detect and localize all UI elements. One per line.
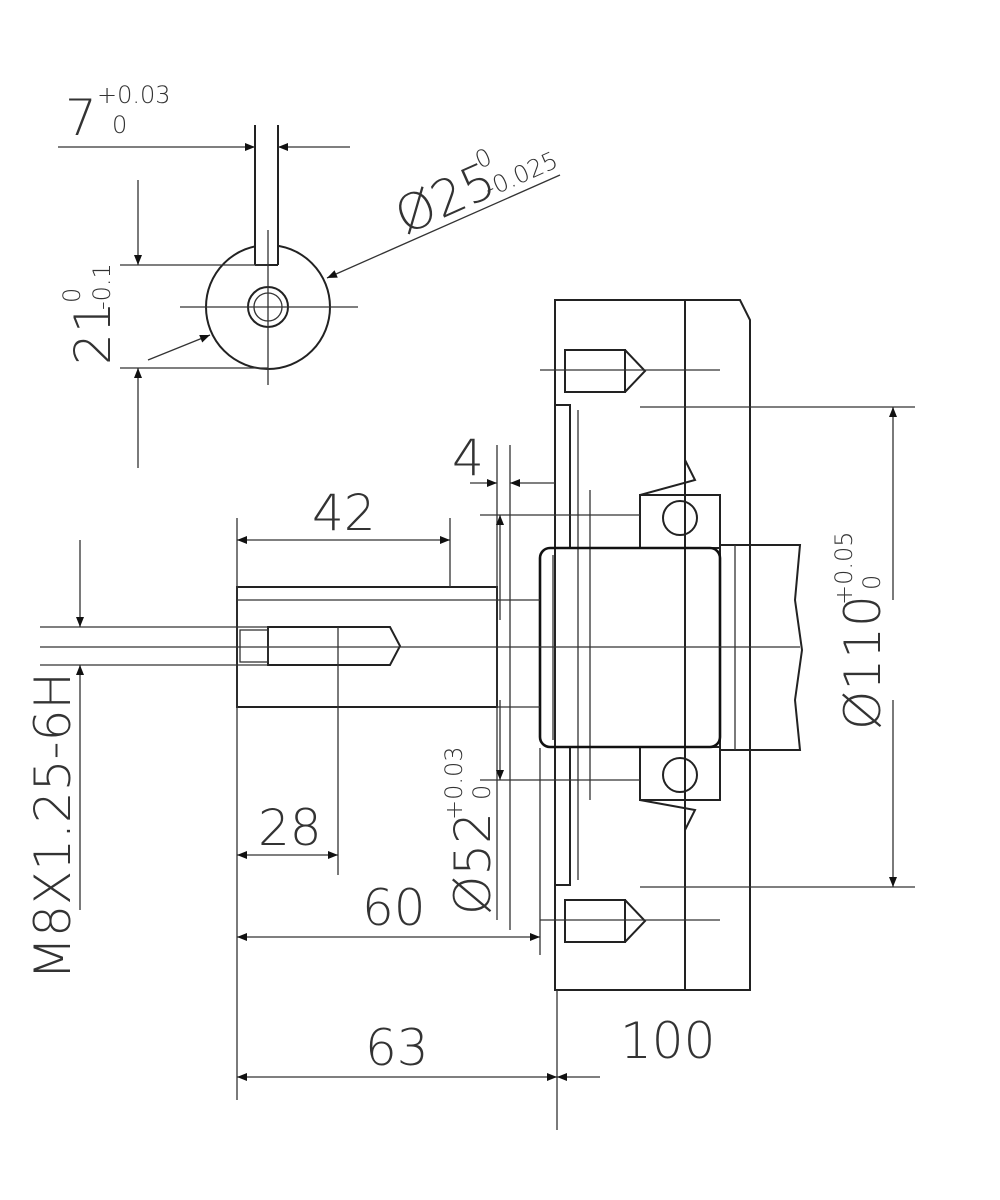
dimension-lines bbox=[40, 406, 915, 1130]
key-depth-lower: -0.1 bbox=[88, 263, 116, 310]
key-depth-label: 21 0 -0.1 bbox=[58, 263, 122, 365]
bolt-circle-value: Ø110 bbox=[834, 595, 892, 730]
key-depth-upper: 0 bbox=[58, 288, 86, 303]
dim-28-label: 28 bbox=[258, 799, 322, 857]
pilot-diameter-label: Ø52 +0.03 0 bbox=[440, 746, 502, 915]
flange-section bbox=[540, 299, 751, 991]
key-width-value: 7 bbox=[65, 89, 97, 147]
shaft-end-view bbox=[58, 125, 561, 468]
shaft-diameter-label: Ø25 0 -0.025 bbox=[386, 143, 562, 246]
dim-42-label: 42 bbox=[312, 484, 376, 542]
dim-4-label: 4 bbox=[452, 429, 484, 487]
shaft-diameter-lower: -0.025 bbox=[480, 146, 562, 203]
bolt-circle-lower: 0 bbox=[858, 575, 886, 590]
pilot-diameter-value: Ø52 bbox=[444, 812, 502, 915]
output-shaft bbox=[40, 544, 804, 751]
bolt-circle-label: Ø110 +0.05 0 bbox=[830, 531, 892, 730]
pilot-diameter-lower: 0 bbox=[468, 785, 496, 800]
key-depth-value: 21 bbox=[64, 301, 122, 365]
key-width-upper: +0.03 bbox=[97, 81, 171, 109]
thread-spec-label: M8X1.25-6H bbox=[24, 672, 82, 980]
dim-100-label: 100 bbox=[620, 1012, 715, 1070]
pilot-diameter-upper: +0.03 bbox=[440, 746, 468, 820]
key-width-lower: 0 bbox=[112, 111, 127, 139]
dim-63-label: 63 bbox=[365, 1019, 429, 1077]
dim-60-label: 60 bbox=[362, 879, 426, 937]
bolt-circle-upper: +0.05 bbox=[830, 531, 858, 605]
